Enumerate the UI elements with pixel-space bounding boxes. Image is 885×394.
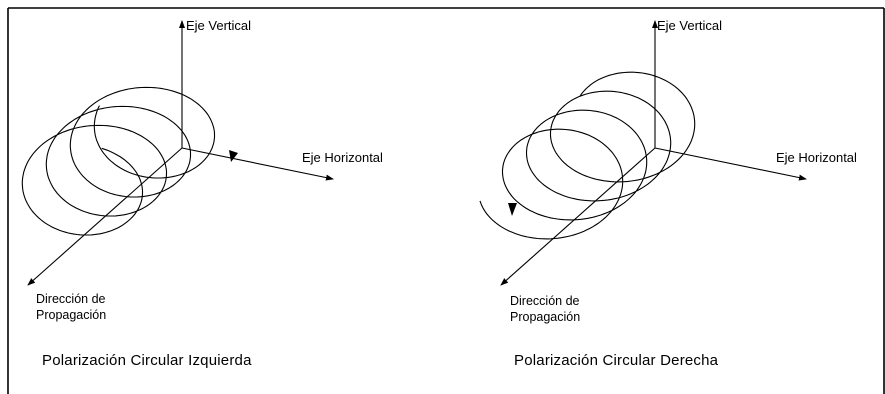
vertical-axis-label: Eje Vertical	[657, 18, 723, 33]
vertical-axis-label: Eje Vertical	[186, 18, 252, 33]
left-panel-diagram	[21, 20, 334, 286]
propagation-direction-label: Dirección de Propagación	[36, 291, 106, 323]
right-helix-coils	[479, 71, 696, 240]
propagation-label-line-2: Propagación	[36, 308, 107, 322]
propagation-axis-arrow	[27, 147, 183, 286]
right-panel-diagram	[479, 20, 807, 286]
caption-left-circular-polarization: Polarización Circular Izquierda	[42, 352, 252, 369]
propagation-label-line-1: Dirección de	[36, 292, 106, 306]
left-helix-coils	[21, 86, 216, 236]
propagation-label-line-2: Propagación	[510, 310, 581, 324]
horizontal-axis-label: Eje Horizontal	[776, 150, 857, 165]
right-rotation-arrowhead	[508, 203, 517, 216]
propagation-direction-label: Dirección de Propagación	[510, 293, 580, 325]
left-rotation-arrowhead	[229, 150, 238, 162]
horizontal-axis-arrow	[181, 147, 334, 181]
caption-right-circular-polarization: Polarización Circular Derecha	[514, 352, 719, 369]
propagation-label-line-1: Dirección de	[510, 294, 580, 308]
propagation-axis-arrow	[500, 147, 656, 286]
horizontal-axis-arrow	[654, 147, 807, 181]
horizontal-axis-label: Eje Horizontal	[302, 150, 383, 165]
